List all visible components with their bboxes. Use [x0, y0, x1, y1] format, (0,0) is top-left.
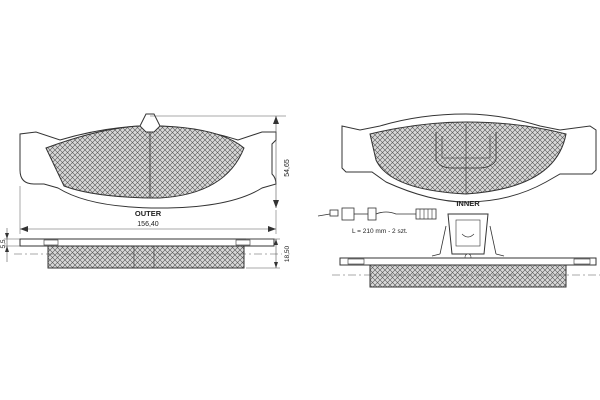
outer-pad-front-view	[19, 113, 277, 209]
inner-label: INNER	[456, 199, 480, 208]
inner-pad-side-view	[332, 213, 600, 288]
outer-height-dimension: 54,65	[150, 115, 291, 208]
outer-side-friction-block	[47, 245, 245, 269]
outer-friction-material	[45, 125, 245, 199]
outer-plate-dim-text: 5,5	[0, 239, 7, 248]
outer-pad-side-view	[14, 238, 282, 269]
outer-plate-dimension: 5,5	[0, 228, 20, 262]
outer-thickness-dim-text: 18,50	[284, 245, 291, 262]
inner-retaining-spring	[435, 132, 497, 169]
inner-side-friction-block	[369, 264, 567, 288]
wear-sensor: L = 210 mm - 2 szt.	[317, 207, 437, 235]
outer-width-dimension: 156,40	[19, 186, 277, 234]
sensor-length-note: L = 210 mm - 2 szt.	[352, 228, 408, 235]
outer-label: OUTER	[135, 209, 162, 218]
inner-pad-front-view	[341, 113, 597, 203]
inner-side-backing-plate	[339, 257, 597, 266]
outer-thickness-dimension: 18,50	[246, 238, 291, 269]
outer-height-dim-text: 54,65	[284, 159, 291, 177]
outer-width-dim-text: 156,40	[137, 221, 159, 228]
